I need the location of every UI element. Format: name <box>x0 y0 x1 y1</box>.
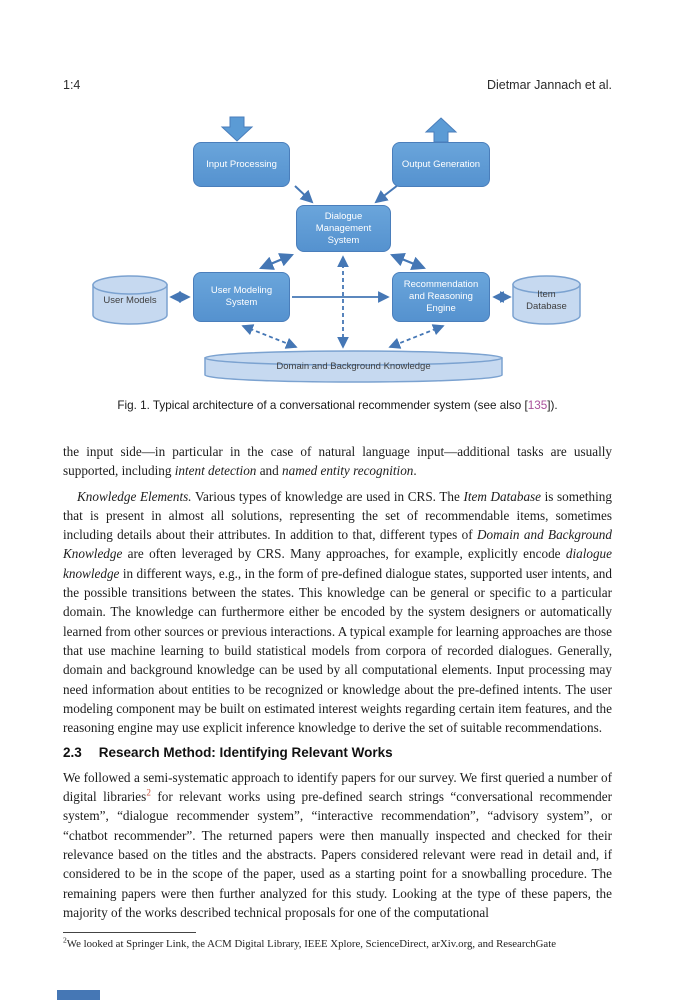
arrow-dms-usermodeling <box>259 253 294 270</box>
item-database-cylinder-top <box>512 275 581 294</box>
p1-italic-named-entity: named entity recognition <box>282 463 414 479</box>
node-user-models-label: User Models <box>103 295 157 307</box>
node-dialogue-management-label: Dialogue Management System <box>315 210 372 246</box>
user-models-cylinder <box>92 284 168 325</box>
paragraph-research-method: We followed a semi-systematic approach t… <box>63 768 612 922</box>
p2-run: Various types of knowledge are used in C… <box>191 488 464 504</box>
section-number: 2.3 <box>63 745 82 761</box>
node-knowledge-label: Domain and Background Knowledge <box>276 360 431 372</box>
arrow-input-to-dms <box>294 185 314 204</box>
footnote-2: 2We looked at Springer Link, the ACM Dig… <box>63 935 612 951</box>
p2-italic-domain-knowledge: Domain and Background Knowledge <box>63 527 612 562</box>
p2-italic-dialogue-knowledge: dialogue knowledge <box>63 546 612 581</box>
p3-run: We followed a semi-systematic approach t… <box>63 769 612 805</box>
node-recommendation-engine-label: Recommendation and Reasoning Engine <box>403 279 479 314</box>
caption-citation-link[interactable]: 135 <box>527 399 548 412</box>
p2-lead-italic: Knowledge Elements. <box>77 488 192 504</box>
p3-run: for relevant works using pre-defined sea… <box>63 789 613 920</box>
arrow-usermodeling-knowledge-dashed <box>241 324 298 349</box>
p1-italic-intent-detection: intent detection <box>174 463 257 479</box>
node-user-modeling-label: User Modeling System <box>210 285 273 308</box>
p2-run: are often leveraged by CRS. Many approac… <box>122 546 566 562</box>
footnote-rule <box>63 932 196 934</box>
node-dialogue-management: Dialogue Management System <box>296 205 391 252</box>
caption-suffix: ]). <box>547 399 558 412</box>
p2-run: in different ways, e.g., in the form of … <box>63 565 612 736</box>
node-output-generation: Output Generation <box>392 142 490 187</box>
arrow-dms-recommendation <box>390 252 426 271</box>
node-user-modeling: User Modeling System <box>193 272 290 322</box>
node-output-generation-label: Output Generation <box>401 158 481 170</box>
knowledge-cylinder-top <box>204 350 503 366</box>
item-database-cylinder <box>512 283 581 325</box>
paragraph-input-side: the input side—in particular in the case… <box>63 442 612 481</box>
diagram-canvas <box>92 116 581 383</box>
paragraph-knowledge-elements: Knowledge Elements. Various types of kno… <box>63 487 612 738</box>
caption-text: Fig. 1. Typical architecture of a conver… <box>117 399 528 412</box>
node-input-processing-label: Input Processing <box>206 158 277 170</box>
arrow-recommendation-knowledge-dashed <box>388 324 445 349</box>
output-up-block-arrow-icon <box>424 117 458 143</box>
input-down-block-arrow-icon <box>220 116 254 142</box>
figure-1-diagram: Input Processing Output Generation Dialo… <box>0 114 675 386</box>
p2-italic-item-database: Item Database <box>463 488 542 504</box>
body-text-column: the input side—in particular in the case… <box>63 442 612 951</box>
page-number: 1:4 <box>63 78 81 92</box>
arrow-output-to-dms <box>374 184 399 204</box>
figure-caption: Fig. 1. Typical architecture of a conver… <box>0 399 675 412</box>
node-input-processing: Input Processing <box>193 142 290 187</box>
section-heading-2-3: 2.3 Research Method: Identifying Relevant… <box>63 743 612 762</box>
footnote-text: We looked at Springer Link, the ACM Digi… <box>66 938 557 951</box>
running-authors: Dietmar Jannach et al. <box>486 78 612 92</box>
node-item-database-label: Item Database <box>526 289 567 312</box>
section-title: Research Method: Identifying Relevant Wo… <box>98 745 393 761</box>
p1-run: and <box>256 463 283 479</box>
footnote-marker: 2 <box>63 935 67 945</box>
user-models-cylinder-top <box>92 275 168 295</box>
bottom-left-blue-bar <box>57 990 100 1000</box>
p1-run: . <box>413 463 417 479</box>
running-header: 1:4 Dietmar Jannach et al. <box>0 0 675 92</box>
node-recommendation-engine: Recommendation and Reasoning Engine <box>392 272 490 322</box>
p2-run: is something that is present in almost a… <box>63 488 612 543</box>
footnote-2-reference[interactable]: 2 <box>146 787 151 798</box>
p1-run: the input side—in particular in the case… <box>63 444 612 479</box>
